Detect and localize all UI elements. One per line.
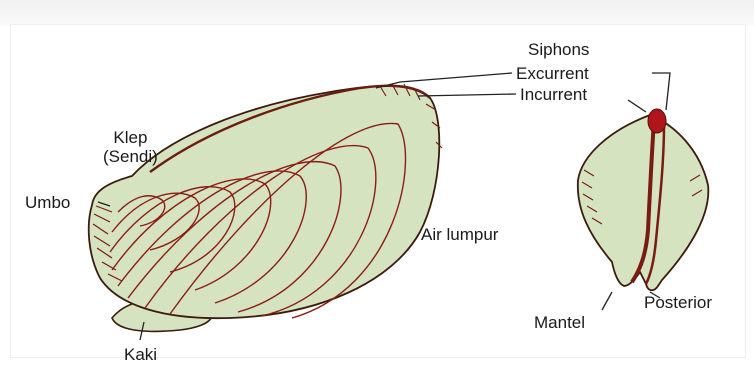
label-sendi: (Sendi) — [103, 147, 158, 166]
label-posterior: Posterior — [644, 293, 712, 312]
label-incurrent: Incurrent — [520, 85, 587, 104]
siphon-tip — [648, 109, 666, 133]
clam-posterior-view — [578, 109, 709, 290]
label-mantel: Mantel — [534, 313, 585, 332]
label-siphons: Siphons — [528, 40, 589, 59]
label-klep: Klep — [103, 128, 158, 147]
label-excurrent: Excurrent — [516, 64, 589, 83]
label-air-lumpur: Air lumpur — [421, 225, 498, 244]
label-umbo: Umbo — [25, 193, 70, 212]
clam-side-view — [89, 84, 442, 331]
label-klep-group: Klep (Sendi) — [103, 128, 158, 166]
label-kaki: Kaki — [124, 345, 157, 364]
